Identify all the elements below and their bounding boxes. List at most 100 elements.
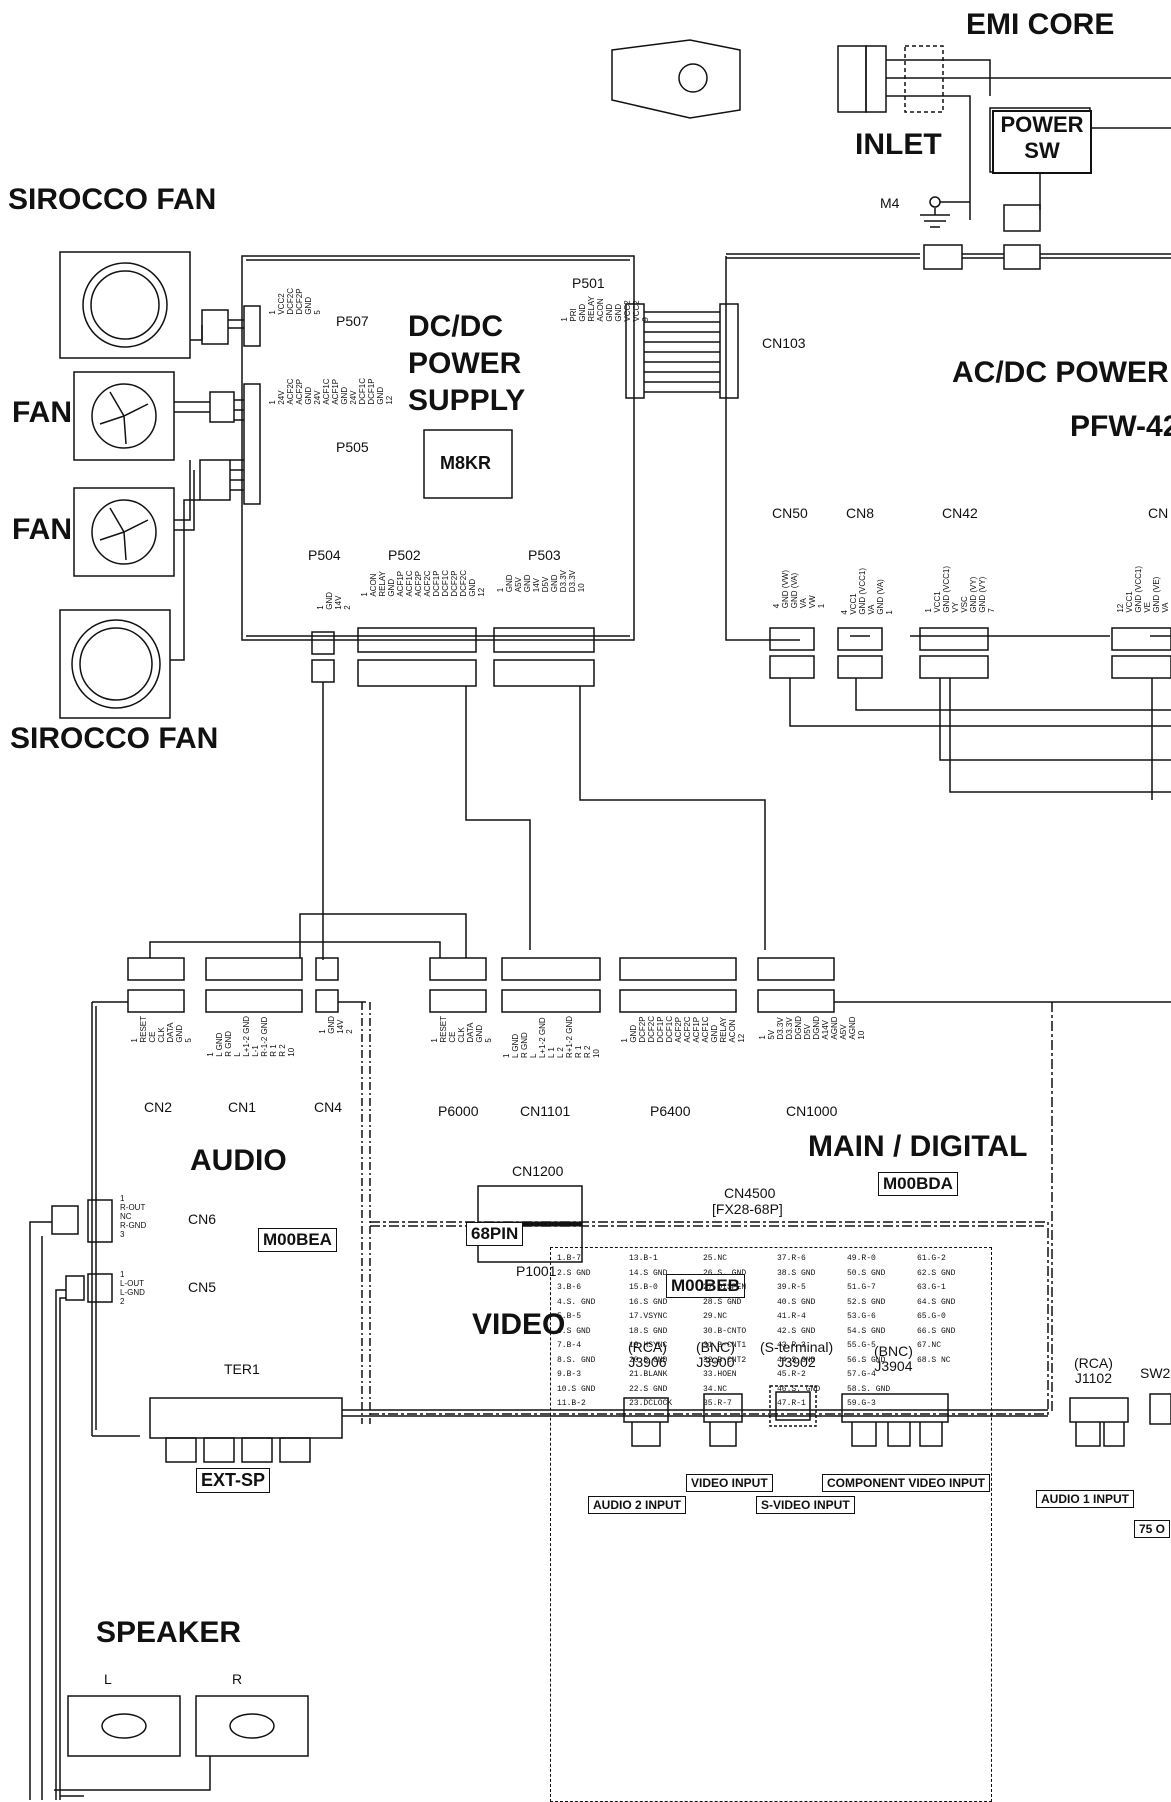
pin-table-column: 49.R-0 50.S GND 51.G-7 52.S GND 53.G-6 5… [847, 1254, 890, 1414]
cn5-label: CN5 [188, 1279, 217, 1295]
j3900-label: (BNC) J3900 [696, 1339, 735, 1370]
p503-pin-labels: 1 GND A5V GND 14V D5V GND D3.3V D3.3V 10 [496, 570, 586, 593]
pin-cell: 63.G-1 [917, 1283, 946, 1292]
sirocco-fan-bottom [59, 499, 200, 719]
p501-cn103-harness [625, 303, 739, 399]
cn1000-pin-labels: 1 5V D3.3V D3.3V DGND D5V DGND A14V AGND… [758, 1016, 866, 1040]
j3906-label: (RCA) J3906 [628, 1339, 667, 1370]
cn-right-pin-labels: 12 VCC1 GND (VCC1) VE GND (VE) VA GND (V… [1116, 566, 1171, 613]
video-board-outline [370, 1002, 1053, 1415]
cn103-label: CN103 [762, 335, 806, 351]
acdc-model-heading: PFW-42 [1070, 410, 1171, 443]
cn1101-pin-labels: 1 L GND R GND L L+1-2 GND L 1 L 2 R+1-2 … [502, 1016, 601, 1059]
cn2-label: CN2 [144, 1099, 173, 1115]
p502-connector [357, 627, 531, 950]
p504-pin-labels: 1 GND 14V 2 [316, 592, 352, 610]
p504-connector [311, 631, 335, 960]
cn42-label: CN42 [942, 505, 978, 521]
sirocco-fan-top [59, 251, 229, 359]
pin-cell: 21.BLANK [629, 1370, 668, 1379]
video-jacks [623, 1385, 1171, 1447]
m00bea-label: M00BEA [258, 1228, 337, 1252]
ter1-label: TER1 [224, 1361, 260, 1377]
speaker-r-label: R [232, 1671, 243, 1687]
p503-label: P503 [528, 547, 561, 563]
cn42-pin-labels: 1 VCC1 GND (VCC1) VY VSC GND (VY) GND (V… [924, 566, 996, 613]
pin-cell: 65.G-0 [917, 1312, 946, 1321]
cn50-pin-labels: 4 GND (VW) GND (VA) VA VW 1 [772, 570, 826, 609]
pin-cell: 61.G-2 [917, 1254, 946, 1263]
pin-cell: 41.R-4 [777, 1312, 806, 1321]
p6000-label: P6000 [438, 1103, 479, 1119]
pin-cell: 33.HOEN [703, 1370, 737, 1379]
pin-cell: 37.R-6 [777, 1254, 806, 1263]
pin-cell: 16.S GND [629, 1297, 668, 1307]
pin-cell: 10.S GND [557, 1384, 596, 1394]
cn4500-pin-table: 1.B-7 2.S GND 3.B-6 4.S. GND 5.B-5 6.S G… [550, 1247, 992, 1802]
cn1-pin-labels: 1 L GND R GND L L+1-2 GND L-1 R-1-2 GND … [206, 1016, 296, 1057]
pin-cell: 32.B-CNT2 [703, 1355, 747, 1365]
pin-cell: 34.NC [703, 1384, 728, 1394]
m4-label: M4 [880, 195, 900, 211]
pin-cell: 20.S GND [629, 1355, 668, 1365]
cn1101-label: CN1101 [520, 1103, 571, 1119]
pin-cell: 5.B-5 [557, 1312, 582, 1321]
pin-cell: 54.S GND [847, 1326, 886, 1336]
speaker-heading: SPEAKER [96, 1616, 242, 1649]
p507-label: P507 [336, 313, 369, 329]
cn50-label: CN50 [772, 505, 808, 521]
68pin-label: 68PIN [466, 1222, 524, 1246]
ter1-terminal [149, 1397, 1048, 1463]
p502-label: P502 [388, 547, 421, 563]
pin-cell: 58.S. GND [847, 1384, 891, 1394]
svideo-input-label: S-VIDEO INPUT [756, 1496, 855, 1514]
cn6-cn5-connectors [29, 1199, 113, 1800]
pin-table-column: 61.G-2 62.S GND 63.G-1 64.S GND 65.G-0 6… [917, 1254, 955, 1370]
pin-cell: 11.B-2 [557, 1399, 586, 1408]
pin-cell: 64.S GND [917, 1297, 956, 1307]
pin-cell: 43.R-3 [777, 1341, 806, 1350]
pin-cell: 67.NC [917, 1341, 942, 1350]
pin-cell: 7.B-4 [557, 1341, 582, 1350]
audio1-input-label: AUDIO 1 INPUT [1036, 1490, 1135, 1508]
p502-pin-labels: 1 ACON RELAY GND ACF1P ACF1C ACF2P ACF2C… [360, 570, 486, 597]
acdc-board-top-wires [725, 244, 1171, 641]
pin-cell: 38.S GND [777, 1268, 816, 1278]
cn8-label: CN8 [846, 505, 875, 521]
pin-cell: 30.B-CNTO [703, 1326, 747, 1336]
pin-cell: 42.S GND [777, 1326, 816, 1336]
pin-cell: 28.S GND [703, 1297, 742, 1307]
acdc-power-heading: AC/DC POWER [952, 356, 1169, 389]
pin-cell: 39.R-5 [777, 1283, 806, 1292]
audio-heading: AUDIO [190, 1144, 287, 1177]
j3902-label: (S-terminal) J3902 [760, 1339, 834, 1370]
fan-2-heading: FAN [12, 513, 72, 546]
sirocco-fan-top-heading: SIROCCO FAN [8, 183, 217, 216]
ext-sp-label: EXT-SP [196, 1468, 271, 1493]
video-input-label: VIDEO INPUT [686, 1474, 773, 1492]
cn4-label: CN4 [314, 1099, 343, 1115]
j3904-label: (BNC) J3904 [874, 1343, 913, 1374]
speakers [54, 1695, 309, 1797]
p6000-pin-labels: 1 RESET CE CLK DATA GND 5 [430, 1016, 493, 1043]
fan-2 [73, 459, 231, 577]
pin-cell: 59.G-3 [847, 1399, 876, 1408]
p6400-label: P6400 [650, 1103, 691, 1119]
cn1200-label: CN1200 [512, 1163, 564, 1179]
pin-cell: 2.S GND [557, 1268, 591, 1278]
pin-cell: 52.S GND [847, 1297, 886, 1307]
m8kr-label: M8KR [440, 453, 492, 473]
cn6-label: CN6 [188, 1211, 217, 1227]
acdc-bottom-connectors [769, 627, 1171, 800]
p6400-pin-labels: 1 GND DCF2P DCF2C DCF1P DCF1C ACF2P ACF2… [620, 1016, 746, 1043]
main-digital-heading: MAIN / DIGITAL [808, 1130, 1028, 1163]
p1001-label: P1001 [516, 1263, 557, 1279]
pin-cell: 17.VSYNC [629, 1312, 668, 1321]
pin-cell: 49.R-0 [847, 1254, 876, 1263]
ac-plug [611, 39, 1171, 220]
p501-pin-labels: 1 PRI GND RELAY ACON GND GND VCC2 VCC2 9 [560, 296, 650, 322]
cn5-pin-labels: 1 L-OUT L-GND 2 [120, 1270, 145, 1306]
p501-label: P501 [572, 275, 605, 291]
pin-cell: 51.G-7 [847, 1283, 876, 1292]
